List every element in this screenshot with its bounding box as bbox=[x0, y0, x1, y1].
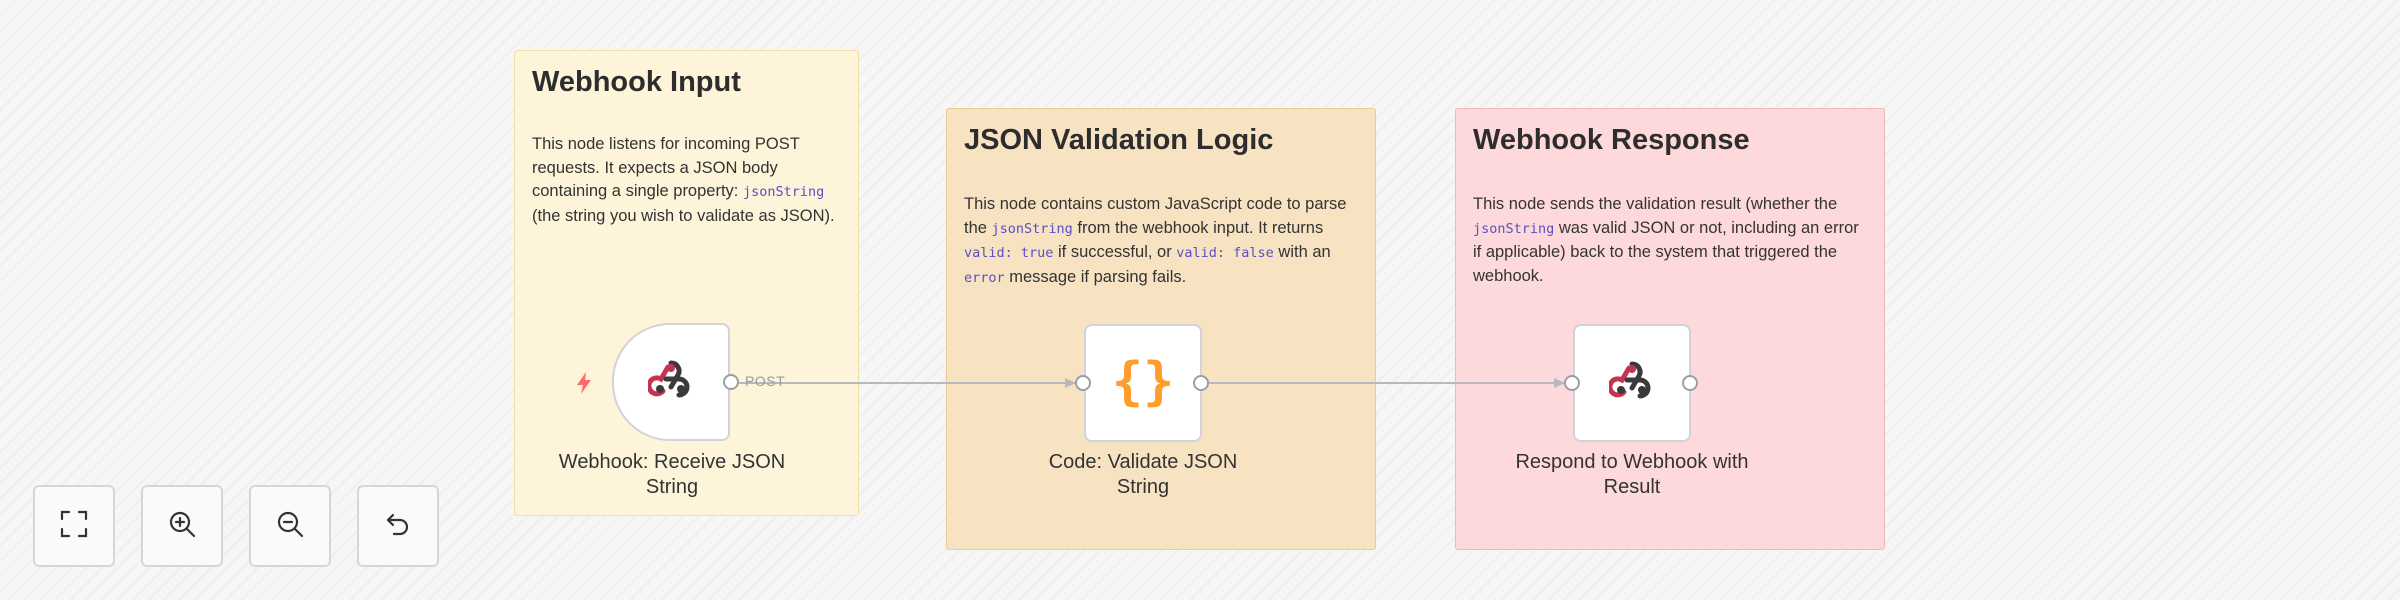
note-text: message if parsing fails. bbox=[1004, 267, 1187, 286]
node-label: Webhook: Receive JSON String bbox=[558, 451, 786, 498]
note-text: This node contains custom JavaScript cod… bbox=[964, 195, 1347, 237]
note-body: This node sends the validation result (w… bbox=[1473, 193, 1865, 288]
note-title: Webhook Response bbox=[1473, 124, 1750, 156]
node-respond-to-webhook[interactable] bbox=[1573, 324, 1691, 442]
note-text: from the webhook input. It returns bbox=[1072, 218, 1324, 237]
output-handle[interactable] bbox=[1682, 375, 1698, 391]
inline-code: error bbox=[964, 269, 1005, 286]
inline-code: jsonString bbox=[1473, 220, 1555, 237]
zoom-in-button[interactable] bbox=[141, 485, 223, 567]
sticky-note-json-validation-logic[interactable]: JSON Validation Logic This node contains… bbox=[946, 108, 1376, 550]
note-text: was valid JSON or not, including an erro… bbox=[1473, 218, 1859, 285]
edge-label-post: POST bbox=[745, 373, 786, 389]
inline-code: valid: false bbox=[1176, 245, 1274, 261]
webhook-icon bbox=[1607, 358, 1655, 409]
note-body: This node contains custom JavaScript cod… bbox=[964, 193, 1360, 290]
fit-view-icon bbox=[59, 509, 89, 544]
zoom-out-button[interactable] bbox=[249, 485, 331, 567]
note-title: Webhook Input bbox=[532, 66, 741, 98]
zoom-in-icon bbox=[167, 509, 197, 544]
input-handle[interactable] bbox=[1075, 375, 1091, 391]
node-webhook-receive-json-string[interactable] bbox=[612, 323, 730, 441]
note-text: if successful, or bbox=[1053, 243, 1177, 261]
node-label: Code: Validate JSON String bbox=[1048, 451, 1238, 498]
undo-icon bbox=[383, 509, 413, 544]
output-handle[interactable] bbox=[1193, 375, 1209, 391]
output-handle[interactable] bbox=[723, 374, 739, 390]
inline-code: jsonString bbox=[991, 220, 1073, 237]
webhook-icon bbox=[646, 357, 694, 408]
note-title: JSON Validation Logic bbox=[964, 124, 1274, 156]
fit-view-button[interactable] bbox=[33, 485, 115, 567]
note-text: with an bbox=[1273, 243, 1331, 261]
svg-text:{}: {} bbox=[1113, 353, 1173, 409]
inline-code: jsonString bbox=[742, 184, 825, 200]
node-label: Respond to Webhook with Result bbox=[1515, 451, 1749, 498]
note-text: (the string you wish to validate as JSON… bbox=[532, 206, 835, 225]
note-text: This node listens for incoming POST requ… bbox=[532, 135, 800, 200]
code-braces-icon: {} bbox=[1112, 352, 1175, 414]
input-handle[interactable] bbox=[1564, 375, 1580, 391]
note-text: This node sends the validation result (w… bbox=[1473, 195, 1838, 213]
note-body: This node listens for incoming POST requ… bbox=[532, 133, 837, 228]
inline-code: valid: true bbox=[964, 245, 1054, 261]
node-code-validate-json-string[interactable]: {} bbox=[1084, 324, 1202, 442]
trigger-bolt-icon bbox=[574, 371, 594, 400]
zoom-out-icon bbox=[275, 509, 305, 544]
reset-zoom-button[interactable] bbox=[357, 485, 439, 567]
